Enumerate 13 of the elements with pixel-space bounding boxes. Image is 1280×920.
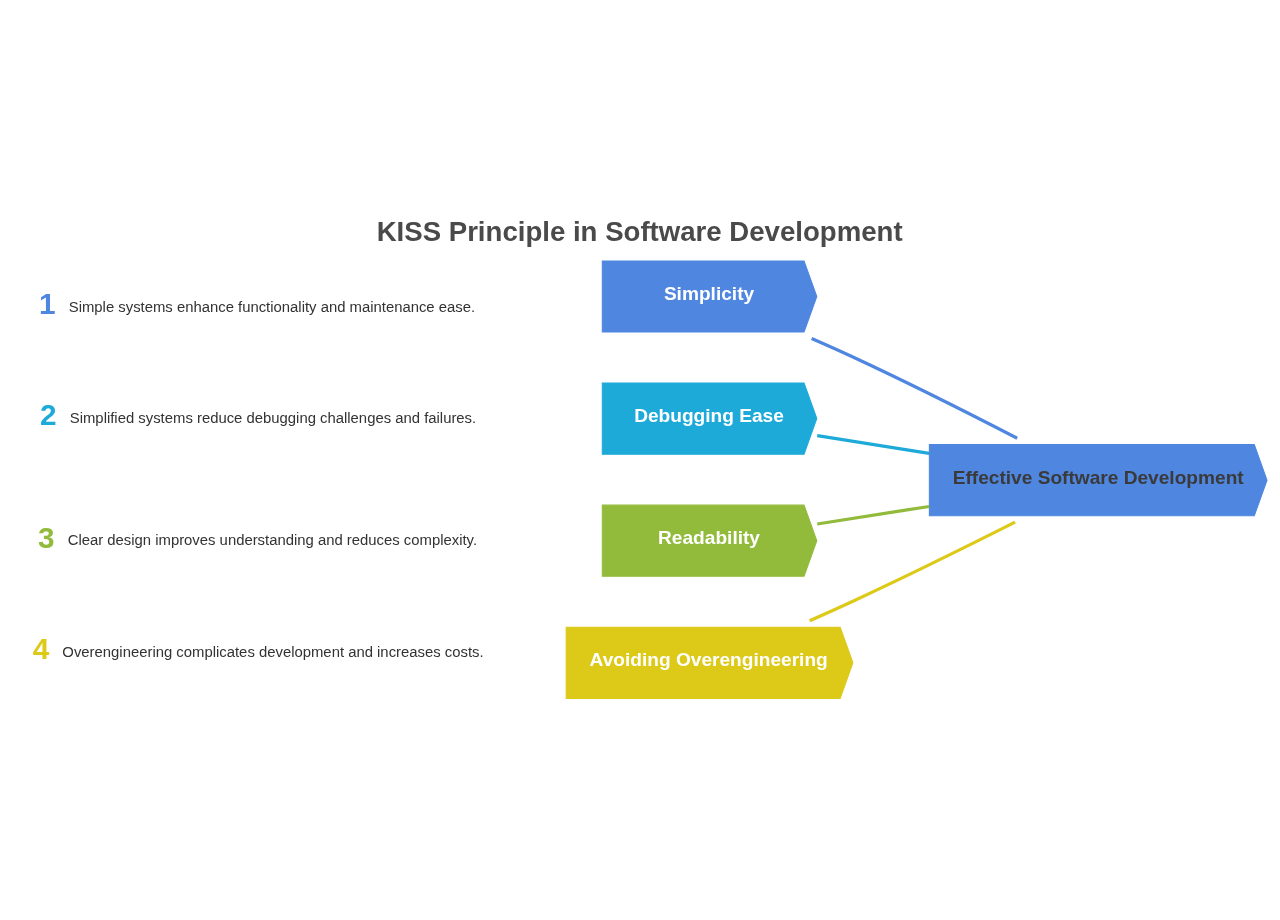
connector (817, 504, 930, 526)
connector (817, 434, 930, 455)
node-label: Simplified systems reduce debugging challenges and failures. (69, 410, 477, 427)
node-label: Overengineering complicates development and increases costs. (62, 643, 484, 660)
node-label: Simple systems enhance functionality and maintenance ease. (68, 298, 476, 315)
node-label: 1 (39, 286, 56, 320)
node-label: 4 (32, 631, 50, 665)
connector (811, 337, 1018, 440)
node-label: 3 (37, 520, 55, 554)
node-label: 2 (40, 398, 57, 432)
connector (809, 520, 1016, 623)
diagram-title: KISS Principle in Software Development (376, 215, 903, 247)
node-label: Clear design improves understanding and reduces complexity. (67, 532, 478, 549)
